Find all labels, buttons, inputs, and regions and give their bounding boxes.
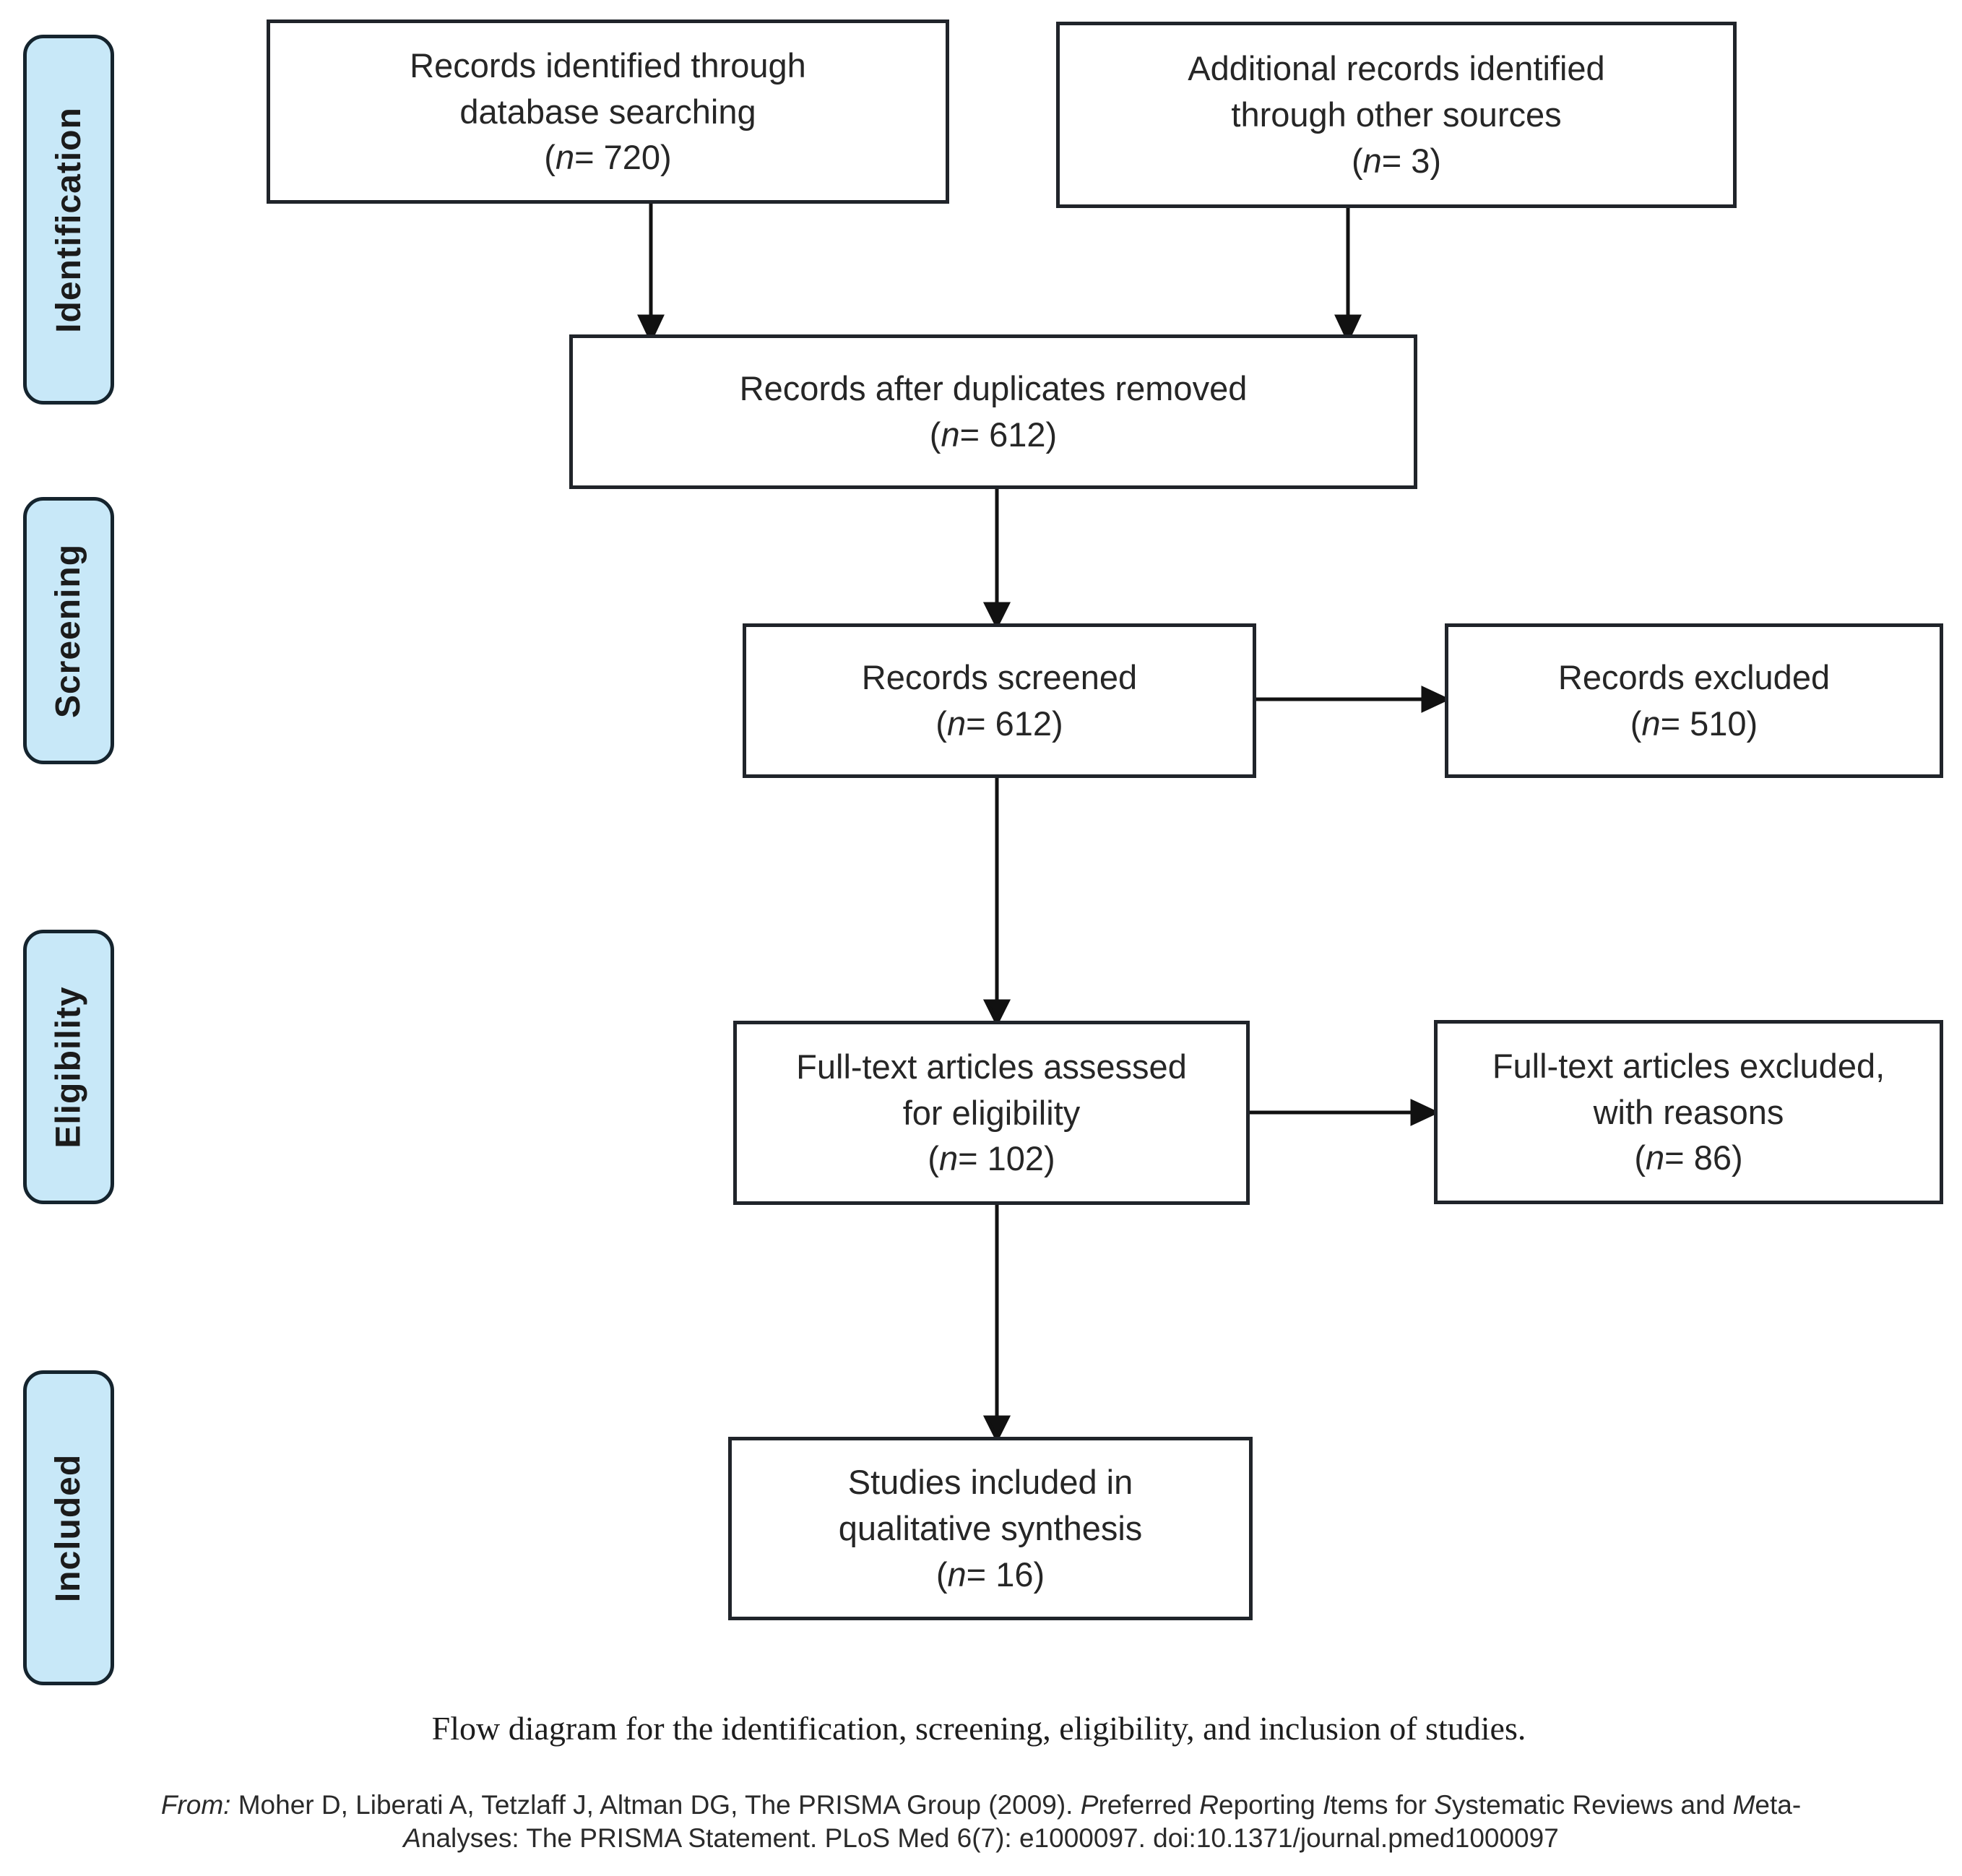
flow-box-fulltext-excluded: Full-text articles excluded, with reason… (1434, 1020, 1943, 1204)
box-line: qualitative synthesis (838, 1509, 1143, 1548)
figure-caption: Flow diagram for the identification, scr… (431, 1710, 1526, 1747)
citation: From: Moher D, Liberati A, Tetzlaff J, A… (20, 1789, 1942, 1855)
flow-box-records-excluded: Records excluded (n= 510) (1445, 623, 1943, 778)
arrowhead-identified-to-duplicates (637, 314, 665, 344)
box-count: (n= 612) (929, 415, 1058, 454)
box-count: (n= 720) (544, 138, 672, 177)
stage-label-included: Included (23, 1370, 114, 1685)
stage-label-screening: Screening (23, 497, 114, 764)
flow-box-studies-included: Studies included in qualitative synthesi… (728, 1437, 1253, 1620)
arrowhead-fulltext-to-studies (982, 1415, 1011, 1443)
arrowhead-additional-to-duplicates (1334, 314, 1362, 344)
stage-label-text: Screening (49, 543, 88, 718)
box-line: Full-text articles assessed (796, 1047, 1187, 1086)
box-line: through other sources (1231, 95, 1562, 134)
box-count: (n= 510) (1630, 704, 1758, 743)
box-count: (n= 102) (928, 1139, 1055, 1178)
flow-box-additional-records: Additional records identified through ot… (1056, 22, 1737, 208)
citation-line-1: From: Moher D, Liberati A, Tetzlaff J, A… (160, 1790, 1802, 1820)
box-count: (n= 612) (935, 704, 1063, 743)
flow-box-fulltext-assessed: Full-text articles assessed for eligibil… (733, 1021, 1250, 1205)
box-count: (n= 86) (1634, 1138, 1743, 1177)
stage-label-identification: Identification (23, 35, 114, 405)
flow-box-records-screened: Records screened (n= 612) (743, 623, 1256, 778)
box-count: (n= 3) (1351, 141, 1442, 180)
box-line: Records screened (861, 658, 1138, 697)
box-line: for eligibility (902, 1093, 1081, 1132)
stage-label-text: Eligibility (49, 985, 88, 1149)
arrowhead-screened-to-fulltext (982, 999, 1011, 1027)
box-line: Full-text articles excluded, (1492, 1046, 1885, 1085)
stage-label-text: Included (49, 1453, 88, 1602)
box-line: Records after duplicates removed (739, 369, 1248, 408)
box-line: Records excluded (1557, 658, 1831, 697)
box-line: with reasons (1593, 1092, 1784, 1131)
stage-label-eligibility: Eligibility (23, 930, 114, 1204)
flow-box-records-identified: Records identified through database sear… (267, 20, 949, 204)
box-count: (n= 16) (935, 1555, 1045, 1594)
stage-label-text: Identification (49, 106, 88, 333)
arrowhead-screened-to-excluded (1421, 686, 1451, 713)
box-line: Studies included in (847, 1463, 1133, 1502)
flow-box-duplicates-removed: Records after duplicates removed (n= 612… (569, 334, 1417, 489)
box-line: Additional records identified (1188, 49, 1605, 88)
citation-line-2: Analyses: The PRISMA Statement. PLoS Med… (403, 1823, 1559, 1853)
arrowhead-duplicates-to-screened (982, 602, 1011, 630)
box-line: database searching (459, 92, 756, 131)
arrowhead-fulltext-to-fulltext-excluded (1410, 1099, 1440, 1126)
box-line: Records identified through (410, 46, 806, 85)
